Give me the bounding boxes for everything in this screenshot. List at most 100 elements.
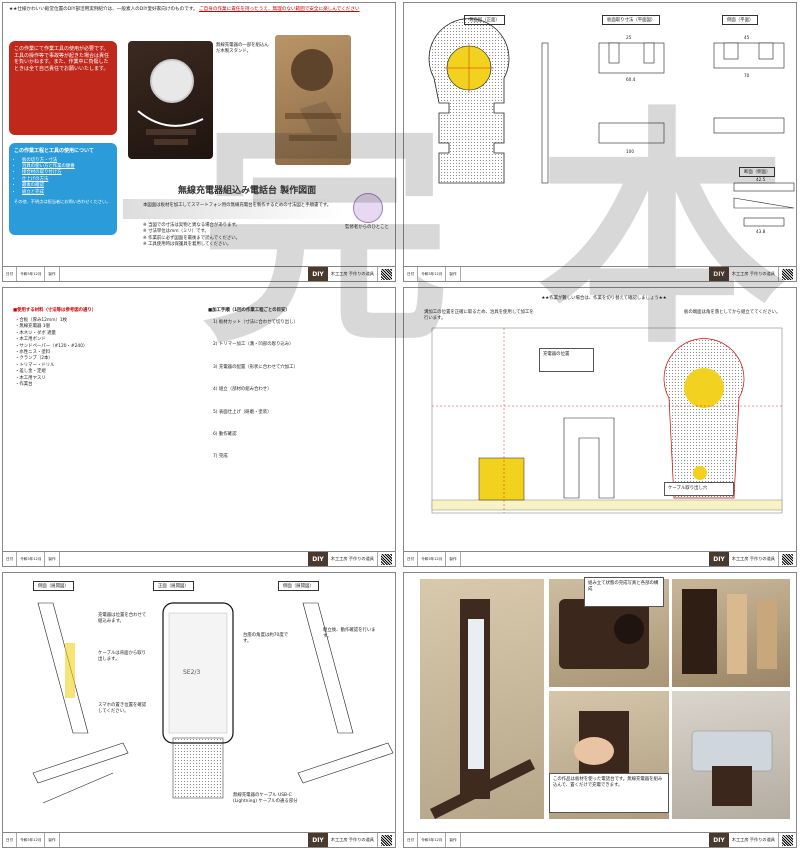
step-item: 1) 板材カット（寸法に合わせて切り出し） — [213, 320, 298, 325]
page-footer: 日付 令和5年12月 製作 DIY 木工工房 手作りの道具 — [404, 266, 796, 281]
qr-code-icon — [782, 553, 793, 565]
materials-heading: ■使用する材料（寸法等は参考図の通り） — [13, 308, 97, 313]
assembly-drawing — [32, 602, 394, 804]
page-footer: 日付 令和5年12月 製作 DIY 木工工房 手作りの道具 — [3, 266, 395, 281]
step-item: 4) 組立（部材の組み合わせ） — [213, 387, 272, 393]
assembly-note: 組立後、動作確認を行います。 — [323, 628, 376, 640]
footer-tagline: 木工工房 手作りの道具 — [328, 833, 378, 847]
step-item: 3) 充電器の配置（形状に合わせて穴加工） — [213, 364, 298, 370]
qr-code-icon — [381, 268, 392, 280]
footer-page-info: 令和5年12月 — [418, 833, 447, 847]
photo-finished-stand — [672, 691, 790, 819]
brand-logo: DIY — [709, 267, 729, 281]
steps-list: 1) 板材カット（寸法に合わせて切り出し） 2) トリマー加工（溝・凹部の彫り込… — [213, 320, 388, 461]
footer-author: 製作 — [45, 552, 60, 566]
safety-warning-text: この作業にて作業工具の使用が必要です。工具の操作等で事故等が起きた場合は責任を負… — [14, 46, 110, 72]
stand-phone-shape — [430, 599, 535, 819]
material-item: ・水性ニス・塗料 — [15, 350, 51, 356]
footer-tagline: 木工工房 手作りの道具 — [328, 267, 378, 281]
photo-caption: 無線充電器の一部を組込んだ木製スタンド。 — [216, 43, 269, 55]
bullet-note: ※ 当図での寸法は実物と異なる場合があります。 — [143, 223, 240, 228]
phone-model-label: SE2/3 — [183, 669, 201, 676]
footer-tagline: 木工工房 手作りの道具 — [328, 552, 378, 566]
footer-author: 製作 — [446, 552, 461, 566]
footer-date: 日付 — [404, 267, 419, 281]
page-footer: 日付 令和5年12月 製作 DIY 木工工房 手作りの道具 — [404, 832, 796, 847]
steps-heading: ■加工手順（1回の作業工程ごとの目安） — [208, 308, 290, 313]
photo-caption-box: この作品は板材を使った電話台です。無線充電器を組み込んで、置くだけで充電できます… — [549, 773, 669, 813]
charger-disc-icon — [150, 59, 194, 103]
dimension-label: 43.8 — [756, 229, 766, 234]
photo-caption-top: 組み立て状態の完成写真と各部の構成 — [584, 577, 664, 607]
assembly-note: スマホの置き位置を確認してください。 — [98, 703, 147, 715]
dimension-label: 45 — [744, 35, 750, 40]
photo-charger-stand — [128, 41, 213, 159]
dimension-label: 100 — [626, 149, 634, 154]
jig-note-right: 板の端面は角を落としてから組立ててください。 — [684, 310, 781, 315]
mascot-avatar — [353, 193, 383, 223]
material-item: ・合板（厚み12mm）1枚 — [15, 318, 68, 323]
qr-code-icon — [782, 268, 793, 280]
process-info-item[interactable]: 最後の確認 — [22, 183, 112, 189]
technical-drawing — [428, 18, 795, 227]
safety-warning-box: この作業にて作業工具の使用が必要です。工具の操作等で事故等が起きた場合は責任を負… — [9, 41, 117, 135]
page-footer: 日付 令和5年12月 製作 DIY 木工工房 手作りの道具 — [3, 832, 395, 847]
process-info-footer: その他、不明点は担当者にお問い合わせください。 — [14, 199, 111, 205]
brand-logo: DIY — [308, 267, 328, 281]
footer-page-info: 令和5年12月 — [418, 267, 447, 281]
step-item: 2) トリマー加工（溝・凹部の彫り込み） — [213, 342, 294, 348]
qr-code-icon — [381, 834, 392, 846]
footer-page-info: 令和5年12月 — [17, 552, 46, 566]
qr-code-icon — [782, 834, 793, 846]
footer-date: 日付 — [404, 552, 419, 566]
process-info-item[interactable]: 接合材の取り付け方 — [22, 170, 112, 176]
dimension-label: 42.5 — [756, 177, 766, 182]
page-footer: 日付 令和5年12月 製作 DIY 木工工房 手作りの道具 — [404, 551, 796, 566]
intro-text: 本図面は板材を加工してスマートフォン用の無線充電台を製作するための寸法図と手順書… — [143, 203, 332, 208]
process-info-list: 板の切り方・寸法 治具の使い方と作業の順番 接合材の取り付け方 仕上げの方法 最… — [14, 158, 112, 196]
footer-date: 日付 — [3, 833, 18, 847]
material-item: ・木工用ボンド — [15, 337, 46, 343]
footer-page-info: 令和5年12月 — [418, 552, 447, 566]
bullet-notes: ※ 当図での寸法は実物と異なる場合があります。 ※ 寸法単位はmm（ミリ）です。… — [143, 223, 353, 249]
footer-tagline: 木工工房 手作りの道具 — [729, 833, 779, 847]
assembly-note: 充電器は位置を合わせて組込みます。 — [98, 613, 147, 625]
step-item: 7) 完成 — [213, 454, 228, 460]
footer-date: 日付 — [3, 267, 18, 281]
charger-hole-icon — [291, 49, 333, 91]
page-5-assembly: 側面（展開図） 正面（展開図） 側面（展開図） SE2/3 充電器は位置を合わせ… — [2, 572, 396, 848]
page-4-jig: ★★作業が難しい場合は、作業を切り替えて確認しましょう★★ 溝加工の位置を正確に… — [403, 287, 797, 567]
material-item: ・木ネジ・ダボ 適量 — [15, 330, 56, 336]
material-item: ・サンドペーパー（#120・#240） — [15, 343, 88, 349]
cable-note: 無線充電器のケーブル USB-C (Lightning) ケーブルの通る部分 — [233, 793, 298, 805]
dimension-label: 70 — [744, 73, 750, 78]
header-notice: ★★仕様かわいい殿堂位置のDIY部活用実例紹介は、一般素人のDIY愛好家向けのも… — [9, 7, 360, 12]
footer-tagline: 木工工房 手作りの道具 — [729, 267, 779, 281]
jig-note-left: 溝加工の位置を正確に取るため、治具を使用して加工を行います。 — [424, 310, 534, 322]
footer-date: 日付 — [404, 833, 419, 847]
bullet-note: ※ 寸法単位はmm（ミリ）です。 — [143, 229, 209, 235]
dimension-label: 60.4 — [626, 77, 636, 82]
page-1-cover: ★★仕様かわいい殿堂位置のDIY部活用実例紹介は、一般素人のDIY愛好家向けのも… — [2, 2, 396, 282]
assembly-note: ケーブルは背面から取り出します。 — [98, 651, 147, 663]
process-info-item[interactable]: 治具の使い方と作業の順番 — [22, 164, 112, 170]
footer-page-info: 令和5年12月 — [17, 833, 46, 847]
brand-logo: DIY — [709, 552, 729, 566]
page-footer: 日付 令和5年12月 製作 DIY 木工工房 手作りの道具 — [3, 551, 395, 566]
process-info-item[interactable]: 仕上げの方法 — [22, 177, 112, 183]
page-2-drawings: 背面図（正面） 板面取り寸法（平面図） 側面（平面） 25 45 60.4 70 — [403, 2, 797, 282]
label-front: 正面（展開図） — [153, 581, 194, 591]
photo-cut-pieces — [672, 579, 790, 687]
process-info-item[interactable]: 板の切り方・寸法 — [22, 158, 112, 164]
bullet-note: ※ 工具使用時は保護具を着用してください。 — [143, 242, 232, 248]
material-item: ・クランプ（2本） — [15, 356, 53, 362]
finished-stand-shape — [691, 730, 773, 806]
process-info-item[interactable]: 組立と完成 — [22, 190, 112, 196]
footer-author: 製作 — [45, 833, 60, 847]
material-item: ・作業台 — [15, 382, 33, 388]
page-title: 無線充電器組込み電話台 製作図面 — [178, 186, 317, 196]
cut-pieces-shape — [682, 589, 777, 674]
callout-charger-position: 充電器の位置 — [539, 348, 594, 372]
page-3-materials: ■使用する材料（寸法等は参考図の通り） ・合板（厚み12mm）1枚 ・無線充電器… — [2, 287, 396, 567]
process-info-title: この作業工程と工具の使用について — [14, 148, 94, 154]
